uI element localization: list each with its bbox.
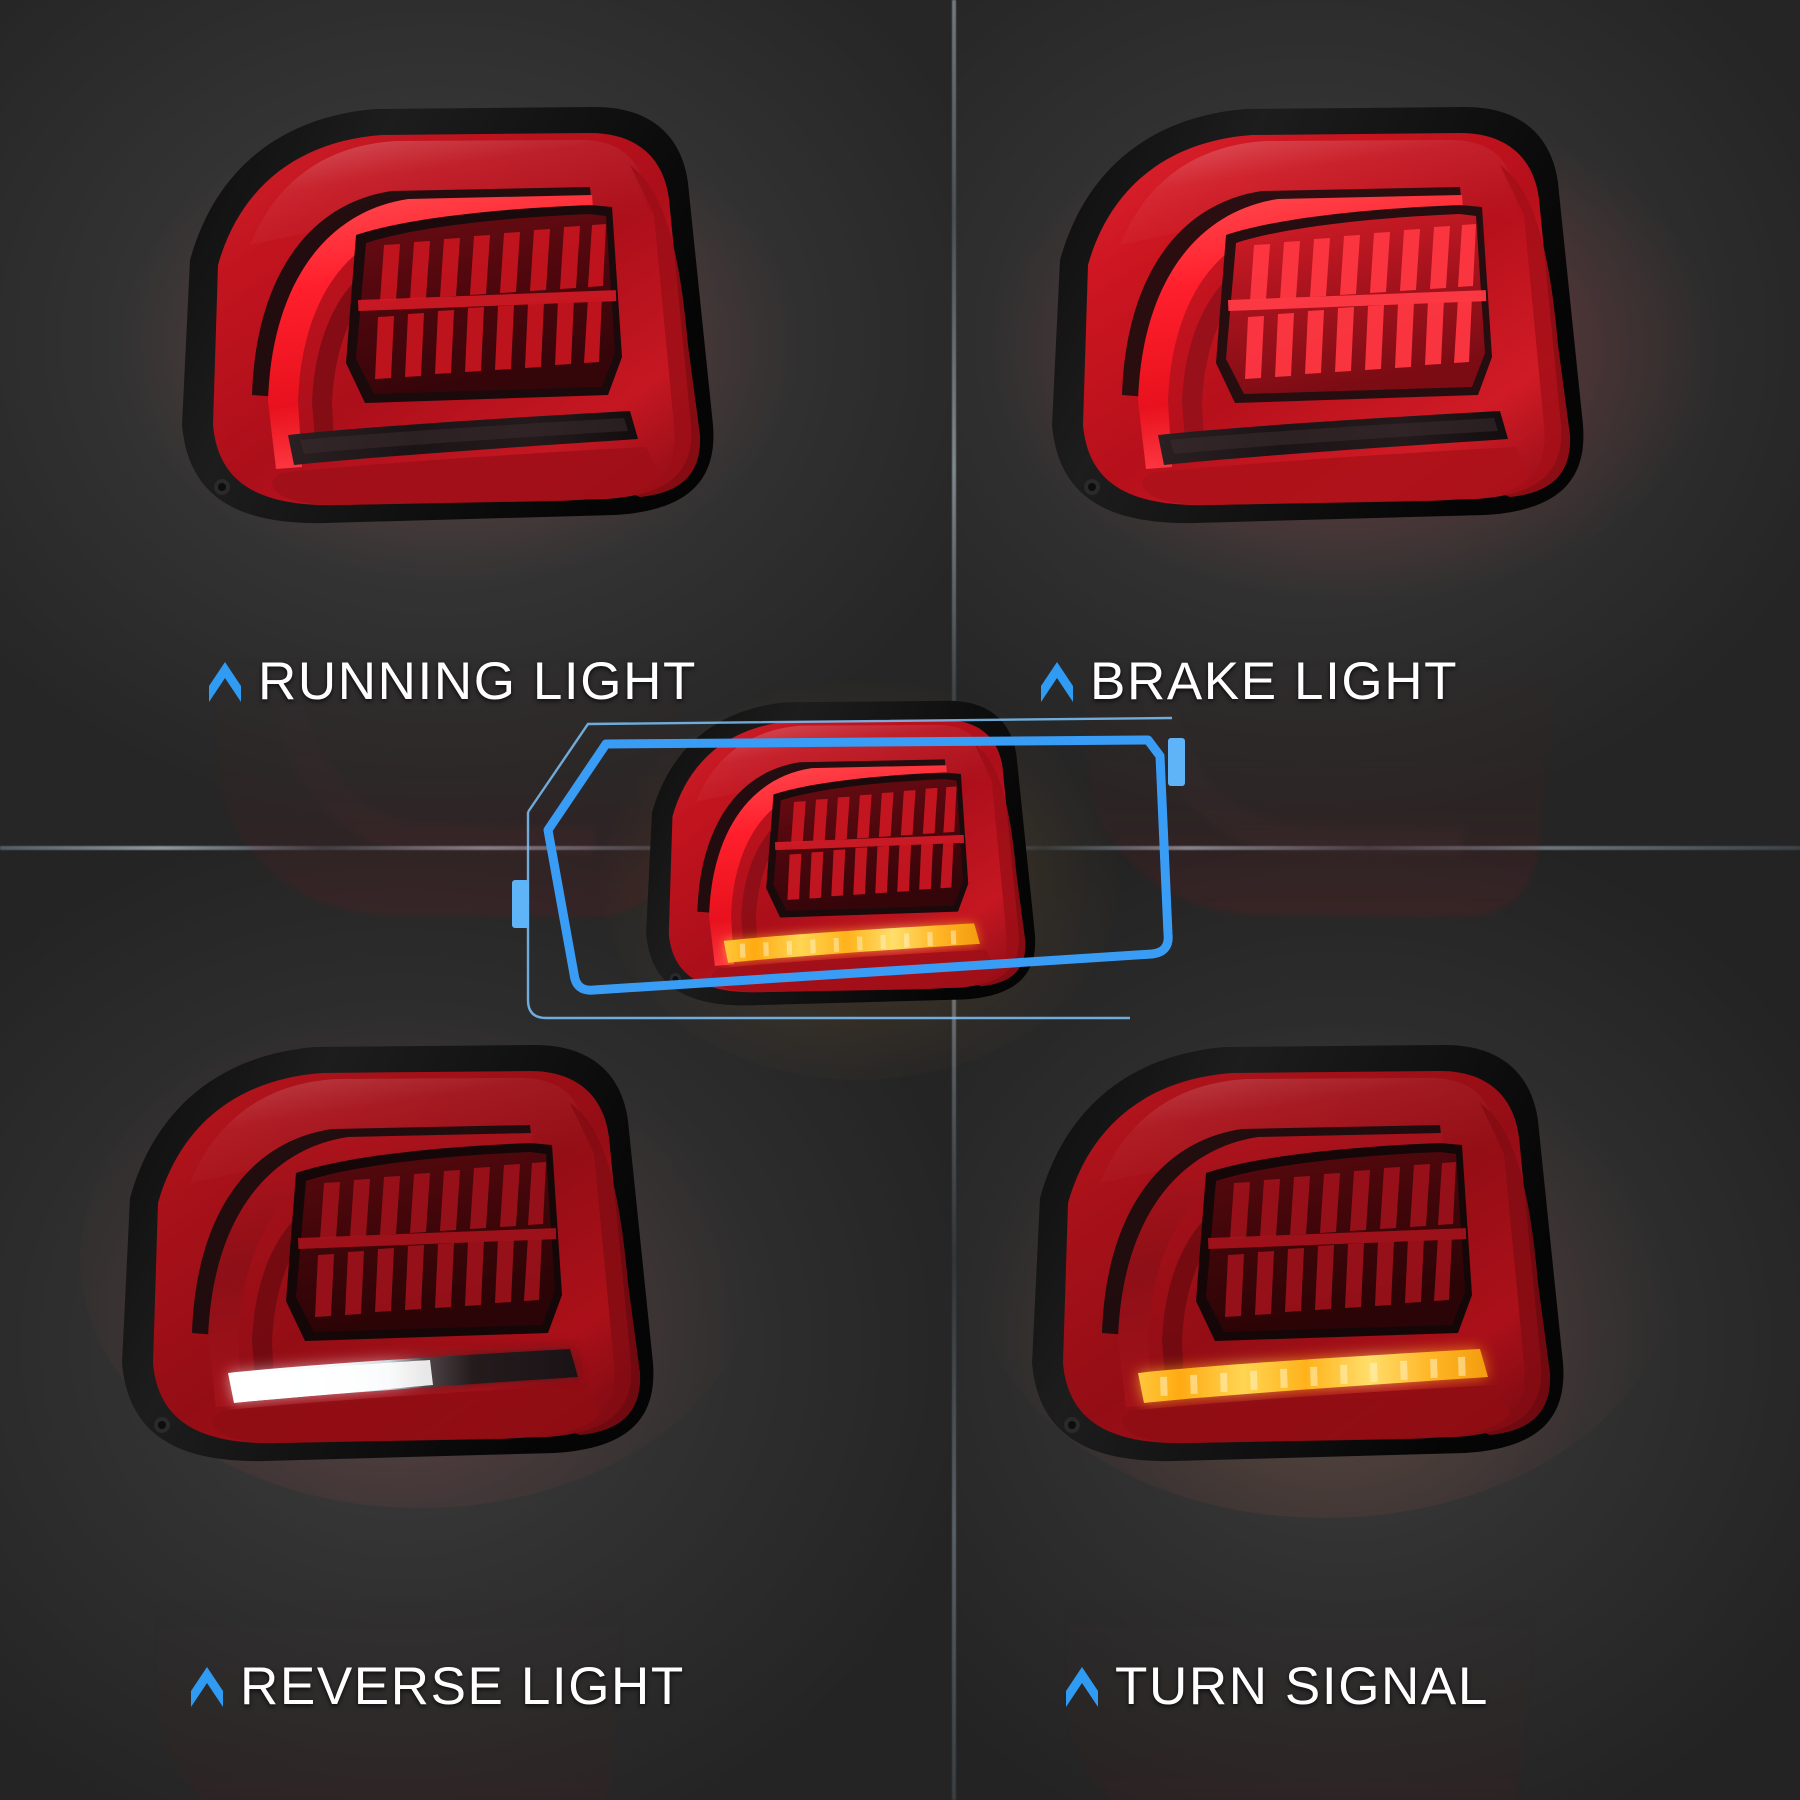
chevron-up-icon: [191, 1666, 223, 1707]
selection-frame[interactable]: [512, 700, 1185, 1090]
lamp-reflection-turn: [1010, 1463, 1570, 1800]
tail-light-brake: [1030, 95, 1590, 525]
resize-handle-left[interactable]: [512, 880, 529, 928]
label-text: BRAKE LIGHT: [1090, 652, 1459, 711]
label-text: TURN SIGNAL: [1115, 1657, 1489, 1716]
lamp-reflection-reverse: [100, 1463, 660, 1800]
label-reverse-light: REVERSE LIGHT: [190, 1660, 685, 1713]
tail-light-reverse: [100, 1033, 660, 1463]
chevron-up-icon: [1066, 1666, 1098, 1707]
chevron-up-icon: [209, 661, 241, 702]
label-turn-signal: TURN SIGNAL: [1065, 1660, 1489, 1713]
label-text: RUNNING LIGHT: [258, 652, 697, 711]
label-running-light: RUNNING LIGHT: [208, 655, 697, 708]
label-text: REVERSE LIGHT: [240, 1657, 685, 1716]
resize-handle-right[interactable]: [1168, 738, 1185, 786]
label-brake-light: BRAKE LIGHT: [1040, 655, 1458, 708]
tail-light-running: [160, 95, 720, 525]
tail-light-turn-signal: [1010, 1033, 1570, 1463]
chevron-up-icon: [1041, 661, 1073, 702]
